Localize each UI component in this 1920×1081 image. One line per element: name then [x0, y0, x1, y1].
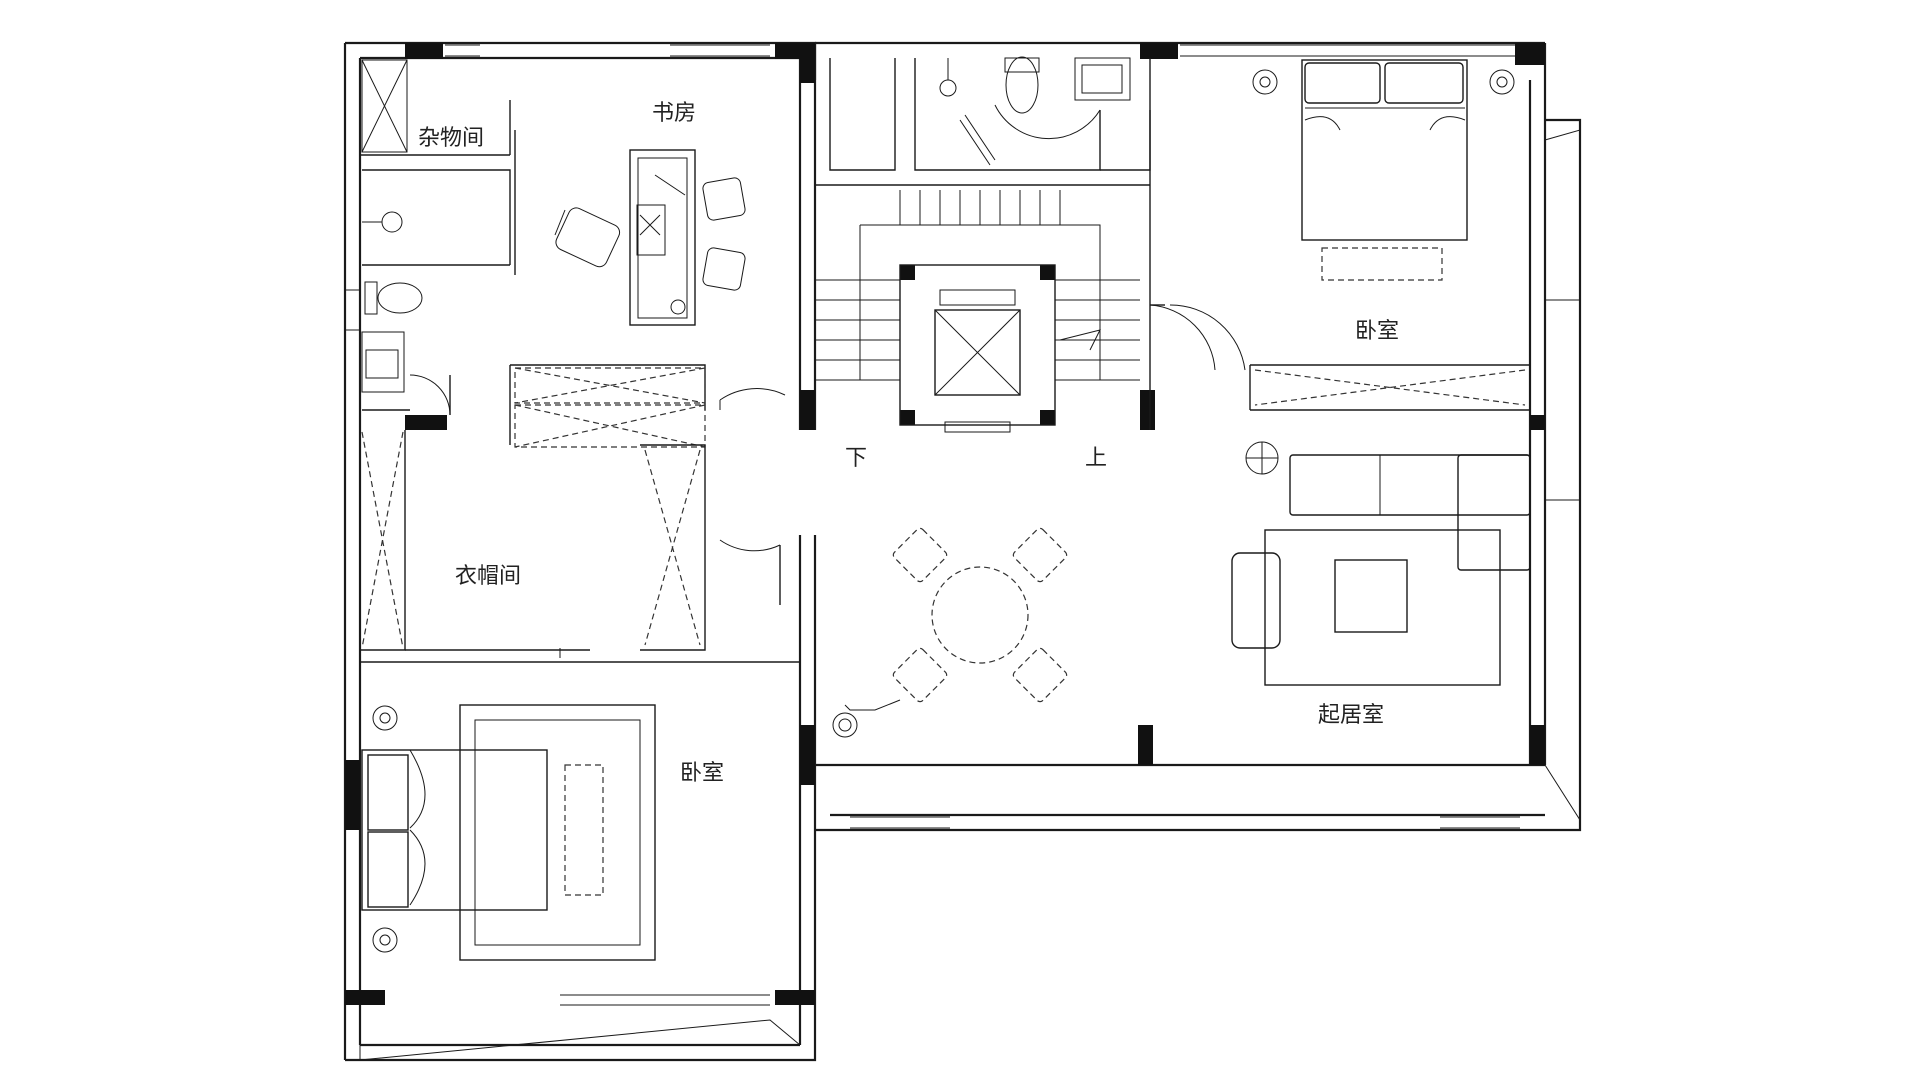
stair-label-down: 下 [845, 446, 867, 471]
study-chair-right-top [702, 177, 746, 221]
wardrobe-door [719, 388, 786, 605]
windows [345, 44, 1581, 1061]
room-label-bedroom-ne: 卧室 [1355, 319, 1399, 344]
elevator [899, 264, 1056, 433]
room-label-study: 书房 [652, 101, 696, 126]
storage-room [359, 58, 516, 275]
structural-columns [345, 43, 1545, 1005]
room-label-bedroom-sw: 卧室 [680, 761, 724, 786]
exterior-walls [343, 41, 1582, 1062]
stair-label-up: 上 [1085, 446, 1107, 471]
stair-treads-right [1055, 279, 1140, 381]
west-wc [361, 211, 451, 416]
room-label-living: 起居室 [1318, 703, 1384, 728]
floor-drain [832, 699, 901, 738]
dining-set [892, 527, 1068, 703]
study-room [554, 149, 746, 326]
study-chair-left [554, 207, 621, 268]
stair-treads-top [899, 190, 1061, 225]
sw-bedroom [361, 704, 656, 961]
living-room-furniture [1231, 441, 1531, 686]
north-wc [829, 56, 1151, 171]
wardrobe-room [359, 364, 800, 663]
room-label-storage: 杂物间 [418, 126, 484, 151]
ne-bedroom [1149, 59, 1530, 411]
study-chair-right-bottom [702, 247, 746, 291]
room-label-wardrobe: 衣帽间 [455, 564, 521, 589]
stair-treads-left [815, 279, 900, 381]
stair-core [815, 170, 1216, 433]
